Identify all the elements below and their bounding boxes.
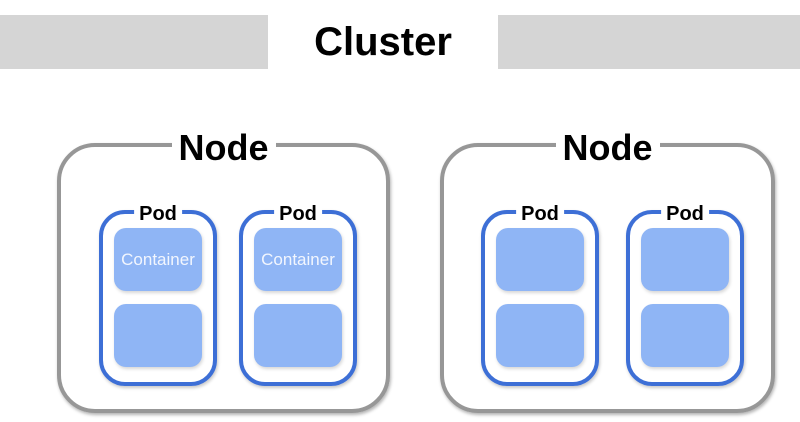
node-2-pod-2-container-2 xyxy=(641,304,729,367)
cluster-title-bar: Cluster xyxy=(0,15,800,69)
node-2-pod-1-container-2 xyxy=(496,304,584,367)
node-1-pod-2-label: Pod xyxy=(274,204,322,224)
node-2-pod-2: Pod xyxy=(626,204,744,386)
cluster-title: Cluster xyxy=(314,19,452,64)
node-1-pod-1-container-2 xyxy=(114,304,202,367)
node-2-pod-1: Pod xyxy=(481,204,599,386)
node-1-pod-2-container-1: Container xyxy=(254,228,342,291)
node-2-pod-2-label: Pod xyxy=(661,204,709,224)
node-2: Node Pod Pod xyxy=(440,130,775,413)
node-1-pod-1-container-1: Container xyxy=(114,228,202,291)
node-1-pod-1-label: Pod xyxy=(134,204,182,224)
node-2-pod-2-container-1 xyxy=(641,228,729,291)
node-1-pod-2-container-2 xyxy=(254,304,342,367)
cluster-title-box: Cluster xyxy=(268,15,498,69)
node-2-pod-1-container-1 xyxy=(496,228,584,291)
node-1-pod-1: Pod Container xyxy=(99,204,217,386)
node-1-pod-2: Pod Container xyxy=(239,204,357,386)
node-1: Node Pod Container Pod Container xyxy=(57,130,390,413)
node-2-pod-1-label: Pod xyxy=(516,204,564,224)
node-2-label: Node xyxy=(555,130,660,166)
node-1-label: Node xyxy=(171,130,276,166)
